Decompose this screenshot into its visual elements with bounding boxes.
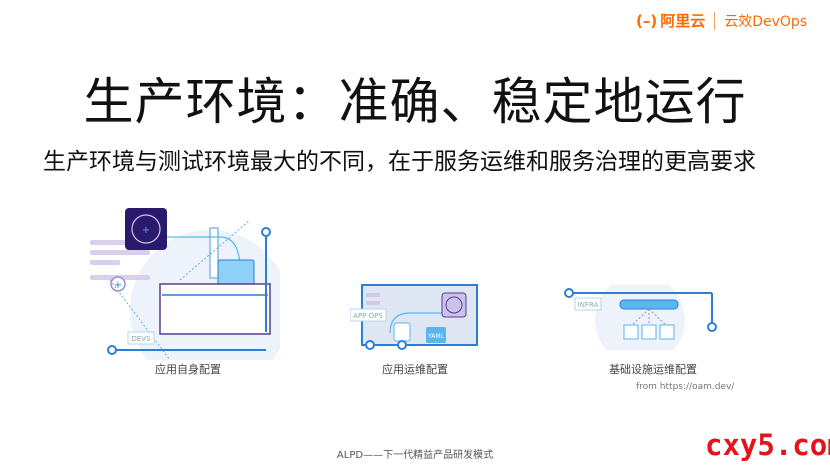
devs-label: DEVS — [131, 335, 151, 343]
page-title: 生产环境：准确、稳定地运行 — [83, 73, 747, 131]
brand-name: 阿里云 — [660, 12, 706, 30]
source-link[interactable]: from https://oam.dev/ — [636, 382, 735, 392]
aliyun-logo-icon: (–) — [636, 11, 658, 30]
infra-ops-illustration: INFRA — [564, 285, 717, 350]
app-ops-label: APP OPS — [353, 312, 383, 320]
logo-divider — [714, 11, 716, 30]
yaml-file-label: YAML — [427, 333, 444, 340]
infra-label: INFRA — [578, 301, 599, 309]
header-logo: (–) 阿里云 云效DevOps — [636, 10, 807, 31]
product-name: 云效DevOps — [724, 13, 808, 30]
app-ops-illustration: YAML APP OPS — [350, 284, 478, 350]
svg-text:+: + — [142, 225, 150, 236]
caption-app-ops: 应用运维配置 — [382, 363, 448, 376]
watermark: cxy5.com — [705, 428, 830, 462]
caption-app-config: 应用自身配置 — [155, 363, 221, 376]
page-subtitle: 生产环境与测试环境最大的不同，在于服务运维和服务治理的更高要求 — [43, 149, 756, 175]
app-config-illustration: + + DEVS — [90, 208, 280, 360]
footer-text: ALPD——下一代精益产品研发模式 — [336, 450, 494, 461]
caption-infra-ops: 基础设施运维配置 — [609, 363, 697, 376]
svg-text:+: + — [114, 280, 122, 291]
